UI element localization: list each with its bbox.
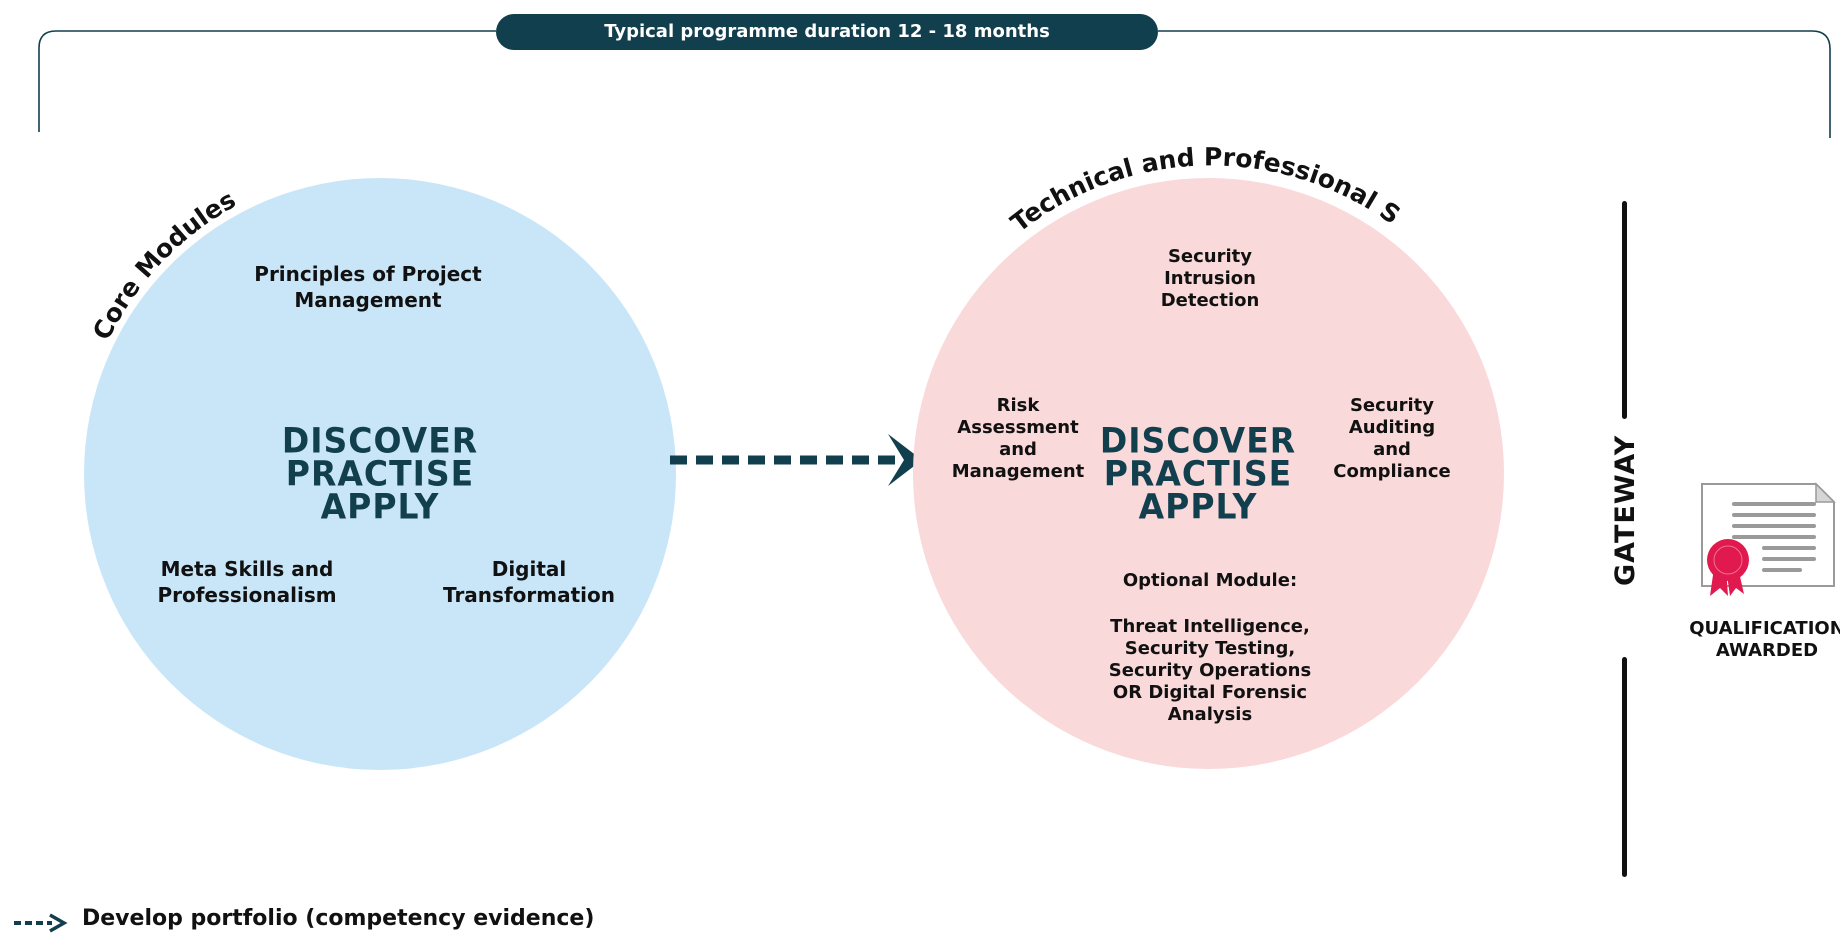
core-apply: APPLY [320,486,440,527]
progression-arrow [670,434,922,486]
gateway-line-top [1622,201,1627,419]
technical-practise: PRACTISE [1103,453,1293,494]
module-digital-transformation: Digital Transformation [443,557,615,607]
circle-titles: Core Modules Technical and Professional … [0,0,1406,345]
optional-module-list: Threat Intelligence, Security Testing, S… [1108,616,1312,725]
module-risk-assessment: Risk Assessment and Management [951,395,1085,482]
qualification-awarded-label: QUALIFICATION AWARDED [1689,618,1840,661]
certificate-icon [1701,482,1836,596]
optional-module-heading: Optional Module: [1122,570,1298,591]
svg-text:Core Modules: Core Modules [87,185,240,345]
duration-label: Typical programme duration 12 - 18 month… [496,14,1158,50]
gateway-line-bottom [1622,657,1627,877]
core-practise: PRACTISE [285,453,475,494]
core-modules-circle [84,178,676,770]
module-security-intrusion-detection: Security Intrusion Detection [1160,246,1260,311]
technical-modules-circle [913,178,1504,769]
module-project-management: Principles of Project Management [254,262,482,312]
core-discover: DISCOVER [281,420,479,461]
gateway-label: GATEWAY [1610,434,1641,586]
legend-label: Develop portfolio (competency evidence) [82,906,595,931]
legend-dashed-arrow-icon [14,913,68,933]
core-modules-title: Core Modules [87,185,240,345]
technical-discover-practise-apply: DISCOVER PRACTISE APPLY [1078,420,1318,527]
technical-apply: APPLY [1138,486,1258,527]
core-discover-practise-apply: DISCOVER PRACTISE APPLY [260,420,500,527]
module-meta-skills: Meta Skills and Professionalism [157,557,337,607]
technical-discover: DISCOVER [1099,420,1297,461]
duration-bracket [38,30,1831,138]
module-security-auditing: Security Auditing and Compliance [1333,395,1451,482]
